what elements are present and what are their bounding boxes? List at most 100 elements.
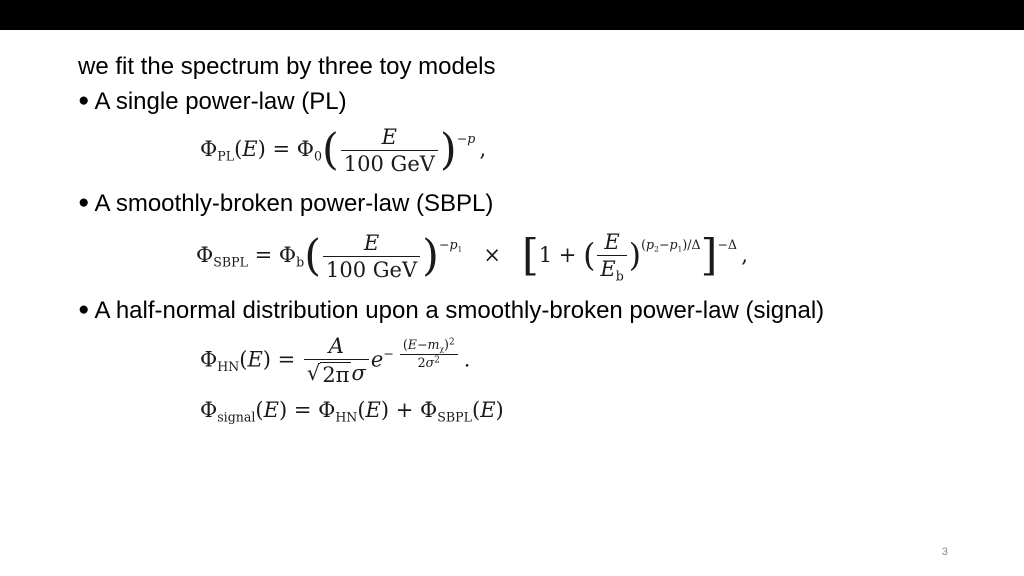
math-sub: b [615,268,624,284]
math-txt: ) = Φ [257,137,314,162]
math-var: m [427,337,440,352]
math-txt: − [416,337,428,352]
math-sub: 1 [677,244,683,254]
math-txt: 100 GeV [325,257,418,282]
math-txt: , [475,137,487,162]
math-var: σ [425,355,435,371]
math-sub: HN [217,359,240,375]
math-var: p [669,236,678,252]
math-var: A [328,333,344,358]
math-var: E [381,125,398,150]
math-txt: ( [471,398,481,423]
slide-title: we fit the spectrum by three toy models [78,53,496,80]
bullet-label: A single power-law (PL) [94,88,347,115]
math-txt: Φ [200,347,218,372]
math-big: ) [439,125,457,176]
math-sqrt: √2π [306,361,352,388]
math-txt: ( [255,398,264,423]
math-var: E [604,229,620,254]
math-txt: 1 + [538,242,584,267]
math-mid: ) [628,237,642,274]
bullet-item-half-normal: ● A half-normal distribution upon a smoo… [78,295,984,326]
math-var: E [247,347,263,372]
math-big: ( [304,230,321,281]
math-sub: 0 [313,148,322,164]
math-sup: −p [457,131,476,146]
math-txt: Φ [200,398,218,423]
math-big: ) [422,230,439,281]
math-txt: ( [402,337,408,352]
math-big: ( [321,125,339,176]
math-sub: b [296,254,305,270]
page-number: 3 [941,546,948,558]
math-var: E [363,230,380,255]
math-var: e [370,347,384,372]
math-sub: 2 [654,244,659,254]
bullet-item-single-pl: ● A single power-law (PL) [78,86,984,117]
math-var: σ [351,361,366,386]
math-sup: −Δ [717,237,737,252]
math-var: E [407,337,417,352]
math-txt: ) [444,337,449,352]
slide-content: we fit the spectrum by three toy models … [0,30,1024,424]
math-var: E [480,398,496,423]
math-sub: SBPL [213,254,248,270]
math-big: ] [700,230,718,281]
math-sub: HN [335,409,358,425]
math-txt: ) [495,398,504,423]
math-txt: ( [239,347,248,372]
math-big: [ [521,230,539,281]
math-txt: × [462,242,522,267]
math-var: p [449,236,458,252]
bullet-icon: ● [78,192,90,214]
math-mid: ( [583,237,596,274]
math-var: p [467,131,476,147]
math-txt: − [383,345,398,361]
math-txt: Φ [200,137,218,162]
math-txt: ) + Φ [380,398,438,423]
math-sub: PL [217,148,235,164]
bullet-icon: ● [78,90,90,111]
math-txt: = Φ [247,242,297,267]
math-sup: (p2−p1)/Δ [641,236,701,254]
math-var: E [365,398,381,423]
math-ssup: 2 [434,355,440,366]
formula-signal: Φsignal(E) = ΦHN(E) + ΦSBPL(E) [200,398,984,424]
math-txt: 100 GeV [343,152,435,177]
math-txt: − [438,236,450,252]
bullet-label: A smoothly-broken power-law (SBPL) [94,190,494,218]
math-txt: − [456,131,468,147]
math-txt: . [459,347,471,372]
math-txt: 2 [417,355,426,371]
math-sub: SBPL [437,409,472,425]
math-txt: )/Δ [682,236,701,252]
math-txt: − [658,236,670,252]
bullet-item-sbpl: ● A smoothly-broken power-law (SBPL) [78,188,984,219]
top-bar [0,0,1024,30]
bullet-icon: ● [78,298,90,320]
math-var: p [646,236,655,252]
math-txt: ) = Φ [278,398,336,423]
math-txt: 2π [322,363,350,388]
math-sub: 1 [457,244,463,254]
math-txt: ) = [262,347,302,372]
math-txt: Φ [196,242,214,267]
math-var: E [242,137,258,162]
math-txt: , [737,242,748,267]
math-sub: signal [217,409,256,425]
math-sup: −p1 [438,236,463,254]
math-var: E [263,398,279,423]
bullet-label: A half-normal distribution upon a smooth… [94,296,825,324]
math-txt: ( [357,398,366,423]
math-txt: −Δ [717,236,738,252]
